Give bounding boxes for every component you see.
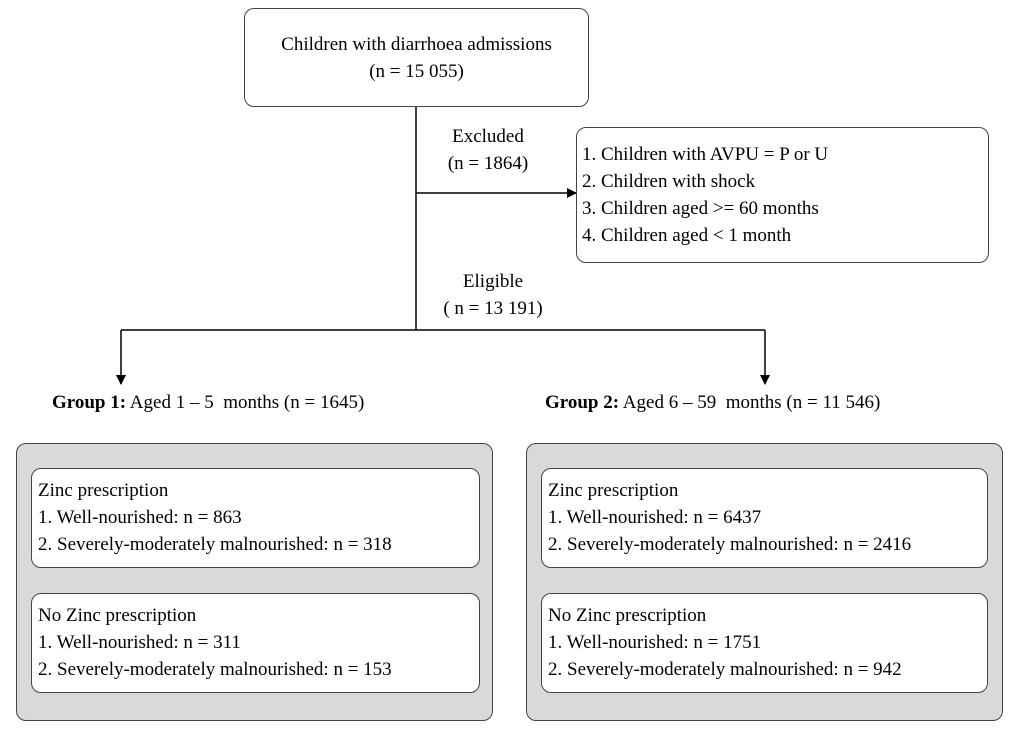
- group1-zinc-item-2: 2. Severely-moderately malnourished: n =…: [38, 534, 392, 555]
- group1-title: Group 1: Aged 1 – 5 months (n = 1645): [52, 389, 364, 416]
- group2-nozinc-heading: No Zinc prescription: [548, 605, 707, 626]
- group2-zinc-box: Zinc prescription 1. Well-nourished: n =…: [541, 468, 988, 568]
- criterion-1: 1. Children with AVPU = P or U: [582, 144, 829, 165]
- group2-nozinc-box: No Zinc prescription 1. Well-nourished: …: [541, 593, 988, 693]
- admissions-box: Children with diarrhoea admissions (n = …: [244, 8, 589, 107]
- excluded-label: Excluded (n = 1864): [428, 123, 548, 177]
- group2-zinc-item-2: 2. Severely-moderately malnourished: n =…: [548, 534, 912, 555]
- group1-title-rest: Aged 1 – 5 months (n = 1645): [126, 392, 365, 413]
- group1-nozinc-item-2: 2. Severely-moderately malnourished: n =…: [38, 659, 392, 680]
- group1-nozinc-heading: No Zinc prescription: [38, 605, 197, 626]
- criterion-3: 3. Children aged >= 60 months: [582, 198, 819, 219]
- eligible-count: ( n = 13 191): [443, 298, 543, 319]
- admissions-title: Children with diarrhoea admissions: [281, 34, 552, 55]
- group1-zinc-item-1: 1. Well-nourished: n = 863: [38, 507, 242, 528]
- group2-title-bold: Group 2:: [545, 392, 620, 413]
- group1-nozinc-item-1: 1. Well-nourished: n = 311: [38, 632, 241, 653]
- group2-zinc-heading: Zinc prescription: [548, 480, 679, 501]
- group1-nozinc-box: No Zinc prescription 1. Well-nourished: …: [31, 593, 480, 693]
- eligible-label: Eligible ( n = 13 191): [428, 268, 558, 322]
- excluded-title: Excluded: [452, 126, 524, 147]
- group2-nozinc-item-1: 1. Well-nourished: n = 1751: [548, 632, 762, 653]
- group1-zinc-heading: Zinc prescription: [38, 480, 169, 501]
- criterion-4: 4. Children aged < 1 month: [582, 225, 792, 246]
- group2-title: Group 2: Aged 6 – 59 months (n = 11 546): [545, 389, 880, 416]
- excluded-count: (n = 1864): [447, 153, 529, 174]
- admissions-count: (n = 15 055): [369, 61, 464, 82]
- criterion-2: 2. Children with shock: [582, 171, 756, 192]
- exclusion-criteria-box: 1. Children with AVPU = P or U 2. Childr…: [576, 127, 989, 263]
- group2-nozinc-item-2: 2. Severely-moderately malnourished: n =…: [548, 659, 902, 680]
- group1-zinc-box: Zinc prescription 1. Well-nourished: n =…: [31, 468, 480, 568]
- group2-zinc-item-1: 1. Well-nourished: n = 6437: [548, 507, 762, 528]
- group1-title-bold: Group 1:: [52, 392, 127, 413]
- group2-title-rest: Aged 6 – 59 months (n = 11 546): [619, 392, 881, 413]
- eligible-title: Eligible: [462, 271, 524, 292]
